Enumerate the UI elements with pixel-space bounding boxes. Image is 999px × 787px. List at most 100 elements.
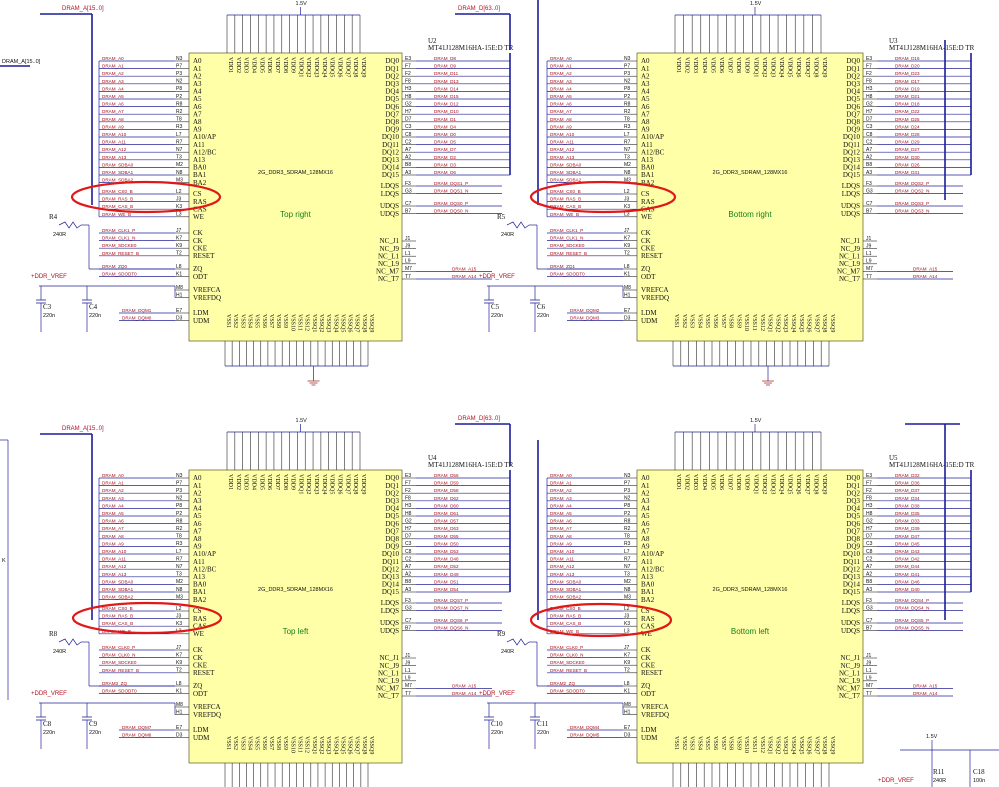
left-pin-number: N3 (624, 473, 631, 479)
left-pin-label: A13 (193, 156, 206, 164)
left-pin-number: M3 (624, 594, 631, 600)
left-pin-label: A5 (193, 512, 202, 520)
right-pin-number: G3 (866, 605, 873, 611)
left-pin-label: RESET (193, 669, 215, 677)
left-pin-label: RAS (641, 615, 655, 623)
top-pin-label: VDDQ7 (804, 474, 810, 494)
right-pin-label: NC_T7 (839, 275, 861, 283)
bottom-pin-label: VSSQ2 (774, 314, 780, 332)
bottom-pin-label: VSSQ4 (790, 736, 796, 754)
right-pin-label: DQ4 (846, 505, 860, 513)
top-pin-label: VDD7 (727, 57, 733, 73)
left-net-label: DRAM_CAS_B (102, 621, 133, 626)
top-pin-label: VDDQ1 (752, 57, 758, 77)
bottom-pin-label: VSS2 (232, 736, 238, 750)
left-pin-number: P8 (624, 503, 630, 509)
nc-net-label: DRAM_A15 (913, 683, 938, 688)
top-pin-label: VDDQ9 (360, 474, 366, 494)
left-pin-label: A12/BC (641, 565, 665, 573)
top-pin-label: VDD5 (709, 474, 715, 490)
dq-net-label: DRAM_D49 (434, 572, 459, 577)
left-net-label: DRAM_DQM6 (122, 733, 152, 738)
left-net-label: DRAM_SDODT0 (550, 272, 585, 277)
left-pin-number: N2 (624, 496, 631, 502)
r11-val: 240R (933, 778, 946, 784)
right-pin-number: F8 (405, 496, 411, 502)
left-pin-number: K7 (176, 652, 182, 658)
left-pin-number: K1 (176, 271, 182, 277)
left-pin-number: K7 (624, 652, 630, 658)
right-pin-number: H8 (405, 94, 412, 100)
left-pin-label: A0 (193, 474, 202, 482)
bus-label-mid-left: DRAM_A[15..0] (62, 426, 104, 432)
right-pin-label: NC_M7 (837, 685, 860, 693)
right-pin-label: DQ10 (382, 133, 400, 141)
bottom-pin-label: VSS3 (689, 736, 695, 750)
bottom-pin-label: VSSQ9 (368, 736, 374, 754)
resistor-value: 240R (501, 649, 514, 655)
right-pin-number: C7 (405, 618, 412, 624)
right-pin-number: B8 (866, 579, 872, 585)
top-pin-label: VDD7 (274, 57, 280, 73)
right-pin-label: DQ1 (385, 65, 399, 73)
left-pin-number: D3 (176, 315, 183, 321)
dq-net-label: DRAM_D13 (434, 79, 459, 84)
right-pin-number: F7 (866, 63, 872, 69)
dq-net-label: DRAM_D60 (434, 503, 459, 508)
left-pin-number: H1 (624, 709, 631, 715)
right-pin-label: DQ1 (846, 65, 860, 73)
left-pin-number: L2 (624, 189, 630, 195)
chip-body (636, 469, 864, 764)
top-pin-label: VDD1 (227, 57, 233, 73)
left-pin-number: P7 (624, 63, 630, 69)
left-pin-number: K9 (176, 660, 182, 666)
left-pin-label: A3 (641, 497, 650, 505)
left-pin-number: K9 (624, 660, 630, 666)
right-pin-number: C2 (405, 556, 412, 562)
bottom-pin-label: VSSQ5 (798, 314, 804, 332)
left-pin-number: J3 (176, 613, 182, 619)
right-pin-label: DQ13 (843, 573, 861, 581)
right-pin-number: A7 (405, 564, 411, 570)
left-pin-label: VREFDQ (193, 711, 221, 719)
left-net-label: DRAM_SDCKE0 (102, 660, 137, 665)
cap-value: 220n (89, 730, 101, 736)
left-pin-number: E7 (176, 308, 182, 314)
right-pin-number: C3 (405, 124, 412, 130)
right-pin-label: DQ6 (846, 520, 860, 528)
left-net-label: DRAM_A8 (102, 534, 124, 539)
bottom-pin-label: VSSQ1 (767, 736, 773, 754)
left-pin-label: CS (641, 190, 650, 198)
dq-net-label: DRAM_D24 (895, 124, 920, 129)
dq-net-label: DRAM_D56 (434, 473, 459, 478)
right-pin-label: DQ10 (843, 550, 861, 558)
left-pin-label: A0 (641, 57, 650, 65)
dq-net-label: DRAM_D63 (434, 526, 459, 531)
left-pin-label: VREFDQ (641, 711, 669, 719)
ddr-vref-label: +DDR_VREF (479, 274, 515, 280)
right-pin-label: DQ15 (382, 588, 400, 596)
right-pin-label: DQ12 (382, 148, 400, 156)
top-pin-label: VDD7 (727, 474, 733, 490)
left-pin-number: L3 (624, 629, 630, 635)
bottom-pin-label: VSSQ8 (361, 736, 367, 754)
left-pin-number: K3 (624, 204, 630, 210)
v15-label: 1.5V (296, 418, 308, 424)
right-pin-number: C8 (866, 132, 873, 138)
left-net-label: DRAM_A13 (550, 572, 575, 577)
chip-caption: Top right (280, 210, 311, 219)
left-pin-label: A7 (193, 110, 202, 118)
bottom-pin-label: VSS2 (681, 314, 687, 328)
bottom-pin-label: VSS7 (720, 314, 726, 328)
left-pin-number: M2 (624, 162, 631, 168)
left-pin-label: VREFDQ (641, 294, 669, 302)
left-net-label: DRAM_SDODT0 (102, 272, 137, 277)
right-pin-number: H8 (866, 511, 873, 517)
left-pin-label: A2 (641, 489, 650, 497)
right-pin-label: DQ8 (846, 535, 860, 543)
left-pin-label: A3 (193, 497, 202, 505)
right-pin-number: E3 (405, 473, 411, 479)
dq-net-label: DRAM_D15 (434, 94, 459, 99)
left-pin-number: T8 (624, 534, 630, 540)
left-pin-number: K3 (176, 621, 182, 627)
